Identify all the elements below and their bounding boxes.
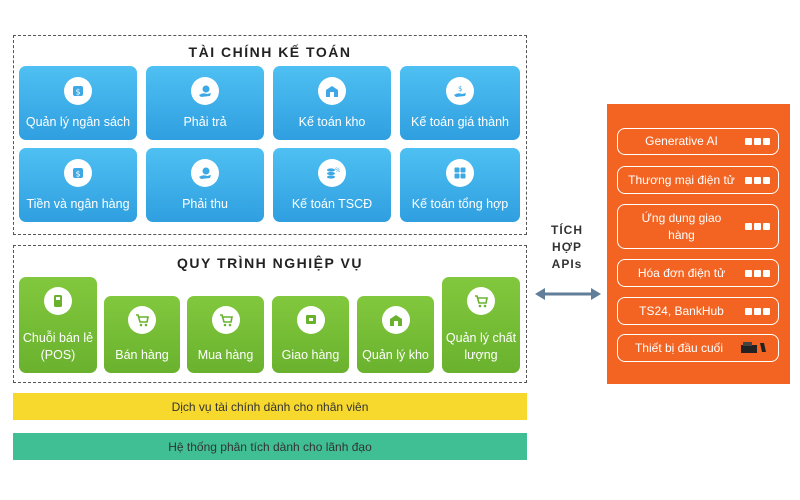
tile-cost-accounting[interactable]: $ Kế toán giá thành <box>400 66 520 140</box>
api-ts24-bankhub[interactable]: TS24, BankHub <box>617 297 779 325</box>
api-terminal-devices[interactable]: Thiết bị đầu cuối <box>617 334 779 362</box>
tile-label: Kế toán giá thành <box>411 115 509 129</box>
finance-section: TÀI CHÍNH KẾ TOÁN <box>13 35 527 235</box>
svg-text:$: $ <box>75 88 80 97</box>
purchase-cart-icon <box>211 306 240 334</box>
api-label: Thiết bị đầu cuối <box>634 340 724 355</box>
api-generative-ai[interactable]: Generative AI <box>617 128 779 155</box>
finance-title: TÀI CHÍNH KẾ TOÁN <box>188 44 352 60</box>
employee-services-bar: Dịch vụ tài chính dành cho nhân viên <box>13 393 527 420</box>
tile-warehouse-accounting[interactable]: Kế toán kho <box>273 66 391 140</box>
bank-icon: $ <box>64 159 92 187</box>
api-label: Ứng dụng giao hàng <box>641 210 722 242</box>
api-label: Generative AI <box>645 134 718 148</box>
inventory-icon <box>381 306 410 334</box>
partner-logos-icon <box>745 307 770 315</box>
api-label: Hóa đơn điện tử <box>637 265 726 280</box>
tile-pos[interactable]: Chuỗi bán lẻ (POS) <box>19 277 97 373</box>
integration-line-1: TÍCH <box>551 223 583 237</box>
tile-label: Kế toán TSCĐ <box>291 197 373 211</box>
leadership-analytics-bar: Hệ thống phân tích dành cho lãnh đạo <box>13 433 527 460</box>
api-ecommerce[interactable]: Thương mại điện tử <box>617 166 779 194</box>
tile-inventory[interactable]: Quản lý kho <box>357 296 434 373</box>
tile-payable[interactable]: Phải trả <box>146 66 264 140</box>
cost-icon: $ <box>446 77 474 105</box>
integration-line-2: HỢP <box>552 240 582 254</box>
tile-fixed-assets[interactable]: % Kế toán TSCĐ <box>273 148 391 222</box>
sales-cart-icon <box>128 306 156 334</box>
api-label: Thương mại điện tử <box>628 172 735 187</box>
tile-label: Kế toán tổng hợp <box>411 197 509 211</box>
api-e-invoice[interactable]: Hóa đơn điện tử <box>617 259 779 287</box>
tile-label: Quản lý kho <box>362 348 429 362</box>
partner-logos-icon <box>745 269 770 277</box>
operations-section: QUY TRÌNH NGHIỆP VỤ <box>13 245 527 383</box>
tile-budget[interactable]: $ Quản lý ngân sách <box>19 66 137 140</box>
delivery-icon <box>296 306 325 334</box>
tile-label: Giao hàng <box>281 348 340 362</box>
integration-label: TÍCH HỢP APIs <box>540 222 594 273</box>
tile-quality[interactable]: Quản lý chất lượng <box>442 277 520 373</box>
tile-label: Quản lý ngân sách <box>25 115 131 129</box>
operations-title: QUY TRÌNH NGHIỆP VỤ <box>177 255 363 271</box>
partner-logos-icon <box>745 176 770 184</box>
receivable-icon <box>191 159 219 187</box>
pos-icon <box>44 287 72 315</box>
cash-register-icon <box>740 340 770 357</box>
tile-label: Quản lý chất lượng <box>445 331 517 362</box>
budget-icon: $ <box>64 77 92 105</box>
partner-logos-icon <box>745 223 770 230</box>
tile-label: Mua hàng <box>197 348 254 362</box>
tile-sales[interactable]: Bán hàng <box>104 296 180 373</box>
tile-label: Bán hàng <box>115 348 169 362</box>
tile-delivery[interactable]: Giao hàng <box>272 296 349 373</box>
svg-text:%: % <box>335 167 340 174</box>
api-label: TS24, BankHub <box>639 303 724 318</box>
integration-line-3: APIs <box>551 257 583 271</box>
svg-text:$: $ <box>458 85 462 93</box>
tile-receivable[interactable]: Phải thu <box>146 148 264 222</box>
partner-logos-icon <box>745 138 770 145</box>
payable-icon <box>191 77 219 105</box>
tile-label: Kế toán kho <box>298 115 366 129</box>
tile-label: Chuỗi bán lẻ (POS) <box>22 331 94 362</box>
warehouse-icon <box>318 77 346 105</box>
quality-icon <box>467 287 495 315</box>
api-delivery-apps[interactable]: Ứng dụng giao hàng <box>617 204 779 249</box>
tile-general-ledger[interactable]: Kế toán tổng hợp <box>400 148 520 222</box>
bidirectional-arrow-icon <box>535 288 601 300</box>
fixed-assets-icon: % <box>318 159 346 187</box>
general-ledger-icon <box>446 159 474 187</box>
tile-cash-bank[interactable]: $ Tiền và ngân hàng <box>19 148 137 222</box>
tile-purchase[interactable]: Mua hàng <box>187 296 264 373</box>
tile-label: Phải thu <box>182 197 228 211</box>
api-panel: Generative AI Thương mại điện tử Ứng dụn… <box>607 104 790 384</box>
tile-label: Phải trả <box>183 115 227 129</box>
tile-label: Tiền và ngân hàng <box>26 197 130 211</box>
svg-text:$: $ <box>75 170 80 179</box>
